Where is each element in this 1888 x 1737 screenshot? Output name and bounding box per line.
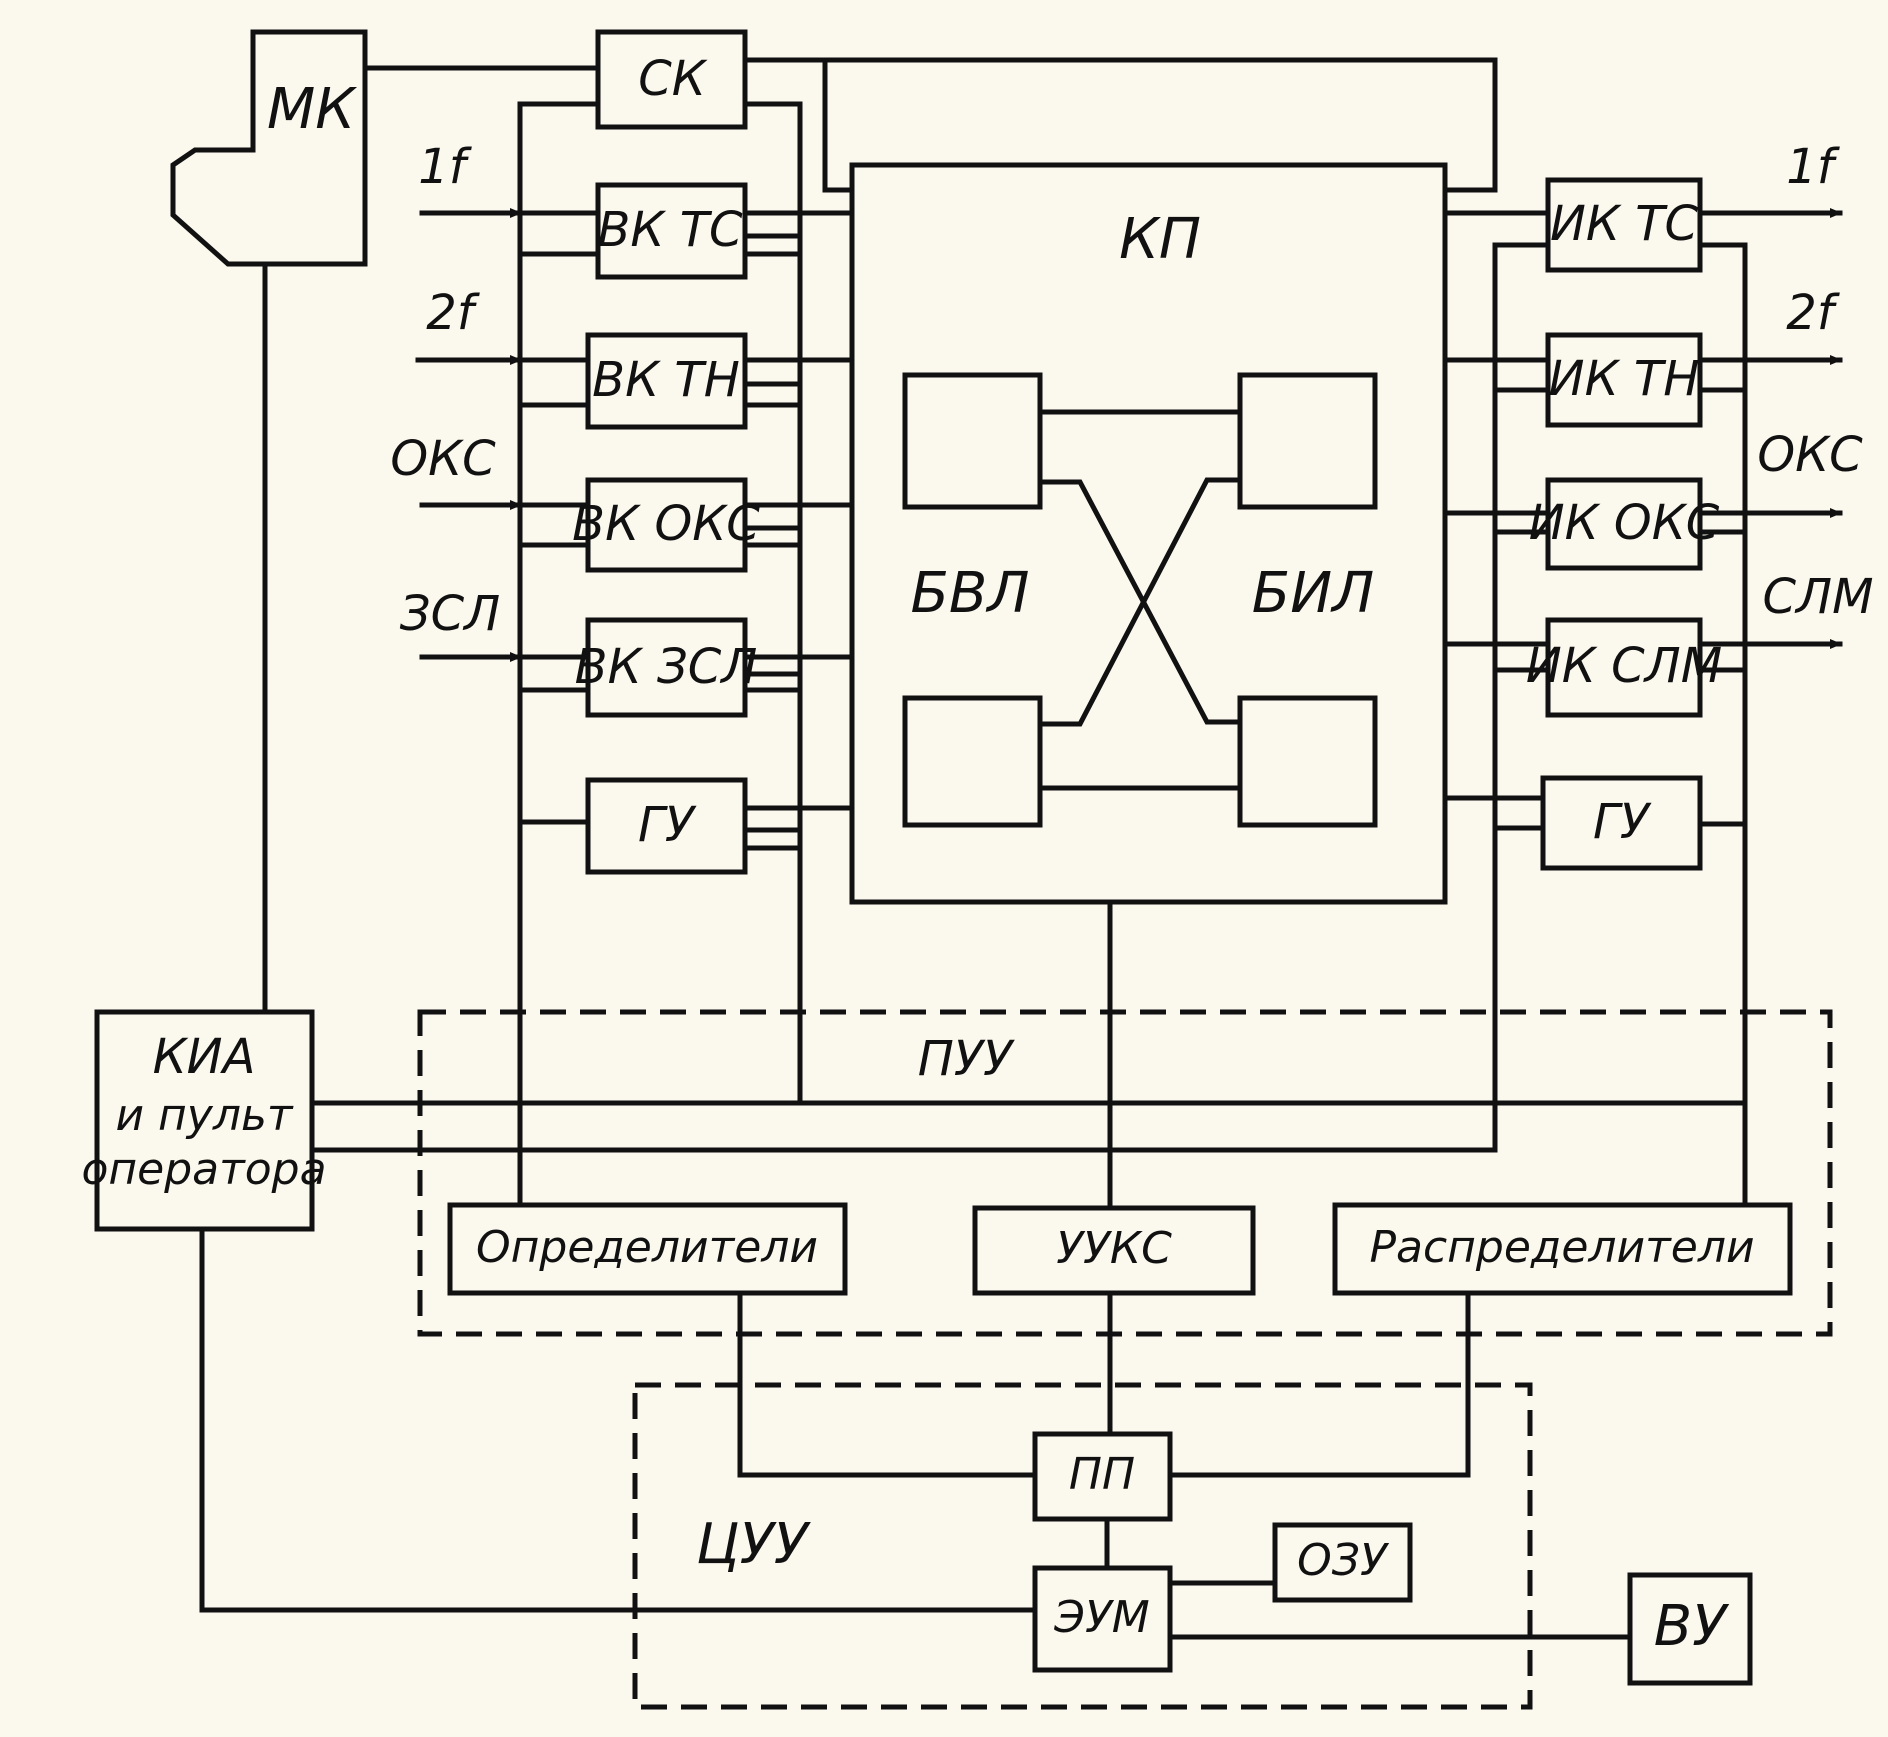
output-2f-label: 2f <box>1786 285 1840 341</box>
input-2f-label: 2f <box>426 285 480 341</box>
output-gu-label: ГУ <box>1593 794 1652 850</box>
tsuu-group-frame <box>632 1382 1533 1710</box>
puu-group-frame <box>417 1009 1833 1337</box>
input-gu-block: ГУ <box>585 777 748 875</box>
input-channel-tc-label: ВК ТС <box>597 202 743 258</box>
ozu-block: ОЗУ <box>1272 1522 1413 1603</box>
bvl-lower-switch <box>902 695 1043 828</box>
output-channel-oks: ИК ОКС <box>1529 477 1720 571</box>
output-1f-label: 1f <box>1786 139 1840 195</box>
ozu-label: ОЗУ <box>1297 1535 1390 1586</box>
input-channel-tn: ВК ТН <box>585 332 748 430</box>
input-1f-label: 1f <box>418 139 472 195</box>
output-gu-block: ГУ <box>1540 775 1703 871</box>
sk-block: СК <box>595 29 748 130</box>
tsuu-label: ЦУУ <box>696 1512 812 1577</box>
output-oks-label: ОКС <box>1757 427 1863 483</box>
input-channel-tc: ВК ТС <box>595 182 748 280</box>
raspredeliteli-block: Распределители <box>1332 1202 1793 1296</box>
raspredeliteli-label: Распределители <box>1369 1222 1754 1273</box>
bvl-upper-switch <box>902 372 1043 510</box>
eum-block: ЭУМ <box>1032 1565 1173 1673</box>
output-channel-tn: ИК ТН <box>1545 332 1703 428</box>
bil-upper-switch <box>1237 372 1378 510</box>
input-gu-label: ГУ <box>638 797 697 853</box>
vu-block: ВУ <box>1627 1572 1753 1686</box>
sk-label: СК <box>638 51 708 107</box>
kp-label: КП <box>1119 207 1201 272</box>
mk-label: МК <box>267 77 357 142</box>
output-channel-slm-label: ИК СЛМ <box>1526 638 1722 694</box>
bil-label: БИЛ <box>1252 561 1374 626</box>
pp-label: ПП <box>1069 1449 1135 1500</box>
input-channel-oks: ВК ОКС <box>572 477 760 573</box>
opredeliteli-label: Определители <box>476 1222 818 1273</box>
kia-label: КИА <box>153 1029 256 1085</box>
eum-label: ЭУМ <box>1053 1592 1150 1643</box>
bvl-label: БВЛ <box>911 561 1030 626</box>
connection-lines <box>199 57 1843 1640</box>
input-zsl-label: ЗСЛ <box>400 586 500 642</box>
output-channel-tc: ИК ТС <box>1545 177 1703 273</box>
output-channel-tc-label: ИК ТС <box>1550 196 1699 252</box>
opredeliteli-block: Определители <box>447 1202 848 1296</box>
input-channel-oks-label: ВК ОКС <box>572 496 760 552</box>
input-channel-tn-label: ВК ТН <box>592 352 740 408</box>
puu-label: ПУУ <box>918 1031 1015 1087</box>
kp-block: КП БВЛ БИЛ <box>849 162 1448 905</box>
bil-lower-switch <box>1237 695 1378 828</box>
output-channel-slm: ИК СЛМ <box>1526 617 1722 718</box>
uuks-block: УУКС <box>972 1205 1256 1296</box>
kia-operator-console: КИА и пульт оператора <box>81 1009 327 1232</box>
output-channel-tn-label: ИК ТН <box>1549 351 1700 407</box>
input-channel-zsl-label: ВК ЗСЛ <box>575 639 758 695</box>
vu-label: ВУ <box>1654 1594 1730 1659</box>
kia-operator-label: оператора <box>81 1144 326 1195</box>
pp-block: ПП <box>1032 1431 1173 1522</box>
kia-console-label: и пульт <box>115 1090 293 1141</box>
uuks-label: УУКС <box>1056 1223 1172 1274</box>
output-slm-label: СЛМ <box>1762 569 1873 625</box>
mk-block: МК <box>170 29 368 267</box>
input-channel-zsl: ВК ЗСЛ <box>575 617 758 718</box>
input-oks-label: ОКС <box>390 431 496 487</box>
output-channel-oks-label: ИК ОКС <box>1529 495 1720 551</box>
